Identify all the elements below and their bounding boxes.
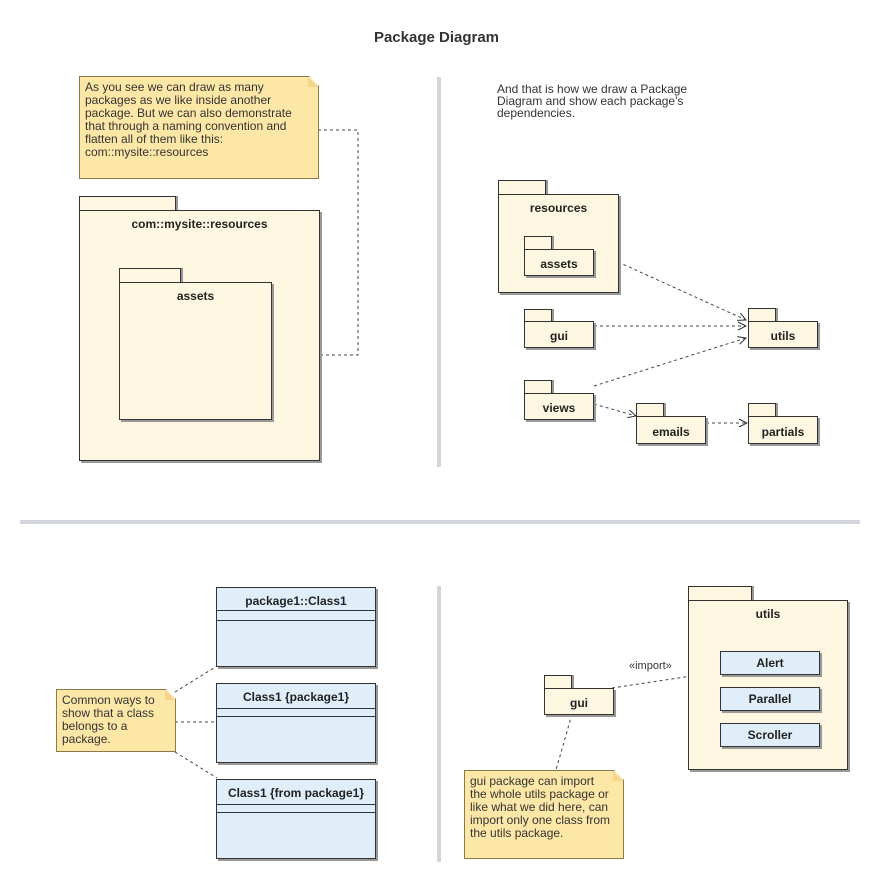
package-emails: emails <box>636 416 706 444</box>
package-label-views: views <box>542 401 576 415</box>
class-parallel: Parallel <box>720 687 820 711</box>
package-views: views <box>524 393 594 420</box>
package-label-com-mysite-resources: com::mysite::resources <box>131 217 268 231</box>
package-label-resources: resources <box>529 201 588 215</box>
note-class-package: Common ways to show that a class belongs… <box>56 689 176 752</box>
class-scroller: Scroller <box>720 723 820 747</box>
note-gui-import: gui package can import the whole utils p… <box>464 770 624 859</box>
package-label-assets-nested: assets <box>176 289 215 303</box>
class-separator <box>217 610 375 611</box>
package-tab-assets <box>524 236 552 250</box>
import-stereotype-label: «import» <box>629 660 672 672</box>
package-label-emails: emails <box>652 425 690 439</box>
note-class-package-text: Common ways to show that a class belongs… <box>62 693 155 746</box>
package-assets: assets <box>524 249 594 276</box>
package-tab-resources <box>498 180 546 195</box>
class-separator <box>217 708 375 709</box>
diagram-title: Package Diagram <box>373 29 500 46</box>
dep-views-emails <box>593 403 636 416</box>
class-class1-from-package1: Class1 {from package1} <box>216 779 376 859</box>
horizontal-divider <box>20 520 860 524</box>
note-fold-icon <box>308 77 318 87</box>
caption-package-diagram: And that is how we draw a Package Diagra… <box>497 82 688 120</box>
package-gui: gui <box>524 321 594 348</box>
class-package1-class1: package1::Class1 <box>216 587 376 667</box>
package-gui-import: gui <box>544 688 614 715</box>
class-separator <box>217 620 375 621</box>
dep-views-utils <box>593 338 746 387</box>
dep-assets-utils <box>617 261 746 320</box>
vertical-divider-top <box>437 77 441 467</box>
class-name: package1::Class1 <box>245 594 347 608</box>
class-separator <box>217 716 375 717</box>
package-tab-emails <box>636 403 664 417</box>
note-fold-icon <box>165 690 175 700</box>
package-label-utils-import: utils <box>755 607 781 621</box>
package-tab-utils-import <box>688 586 752 601</box>
note-anchor-class1 <box>174 665 218 693</box>
package-tab-assets-nested <box>119 268 181 283</box>
class-separator <box>217 804 375 805</box>
note-anchor-gui <box>555 713 573 771</box>
class-alert: Alert <box>720 651 820 675</box>
class-name: Class1 {package1} <box>242 690 350 704</box>
package-resources: resources <box>498 194 619 293</box>
package-label-gui: gui <box>550 329 568 343</box>
package-tab-gui-import <box>544 675 572 689</box>
package-tab-utils <box>748 308 776 322</box>
package-tab-com-mysite-resources <box>79 196 176 211</box>
class-name: Class1 {from package1} <box>227 786 365 800</box>
package-assets-nested: assets <box>119 282 272 420</box>
class-separator <box>217 812 375 813</box>
package-label-utils: utils <box>770 329 796 343</box>
package-label-assets: assets <box>540 257 578 271</box>
package-label-gui-import: gui <box>570 696 588 710</box>
note-package-naming-text: As you see we can draw as many packages … <box>85 80 292 159</box>
package-label-partials: partials <box>761 425 805 439</box>
note-fold-icon <box>613 771 623 781</box>
package-partials: partials <box>748 416 818 444</box>
class-class1-braces-package1: Class1 {package1} <box>216 683 376 763</box>
note-package-naming: As you see we can draw as many packages … <box>79 76 319 179</box>
note-anchor-class3 <box>174 751 218 779</box>
note-gui-import-text: gui package can import the whole utils p… <box>470 774 611 840</box>
package-tab-views <box>524 380 552 394</box>
package-utils: utils <box>748 321 818 348</box>
vertical-divider-bottom <box>437 586 441 862</box>
package-tab-partials <box>748 403 776 417</box>
